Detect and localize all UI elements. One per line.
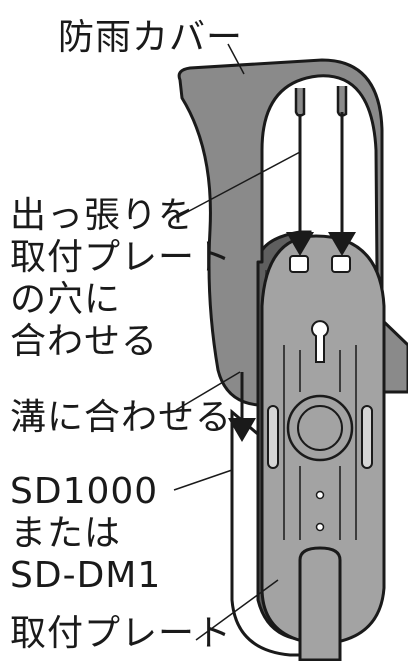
- label-model-line1: SD1000: [10, 471, 159, 512]
- label-model-line3: SD-DM1: [10, 555, 162, 596]
- mounting-plate: [260, 234, 386, 661]
- label-model-line2: または: [10, 513, 122, 554]
- label-protrusion-line4: 合わせる: [10, 321, 159, 362]
- leader-lines: [173, 43, 301, 641]
- arrow-head-left: [286, 232, 314, 256]
- arrow-head-groove: [228, 418, 256, 442]
- arrows: [228, 112, 356, 442]
- label-protrusion-line3: の穴に: [10, 279, 122, 320]
- arrow-head-right: [328, 232, 356, 256]
- label-protrusion-line2: 取付プレート: [10, 237, 233, 278]
- label-rain-cover: 防雨カバー: [58, 17, 244, 58]
- label-protrusion-line1: 出っ張りを: [10, 195, 196, 236]
- label-groove: 溝に合わせる: [10, 397, 233, 438]
- label-mounting-plate: 取付プレート: [10, 613, 233, 654]
